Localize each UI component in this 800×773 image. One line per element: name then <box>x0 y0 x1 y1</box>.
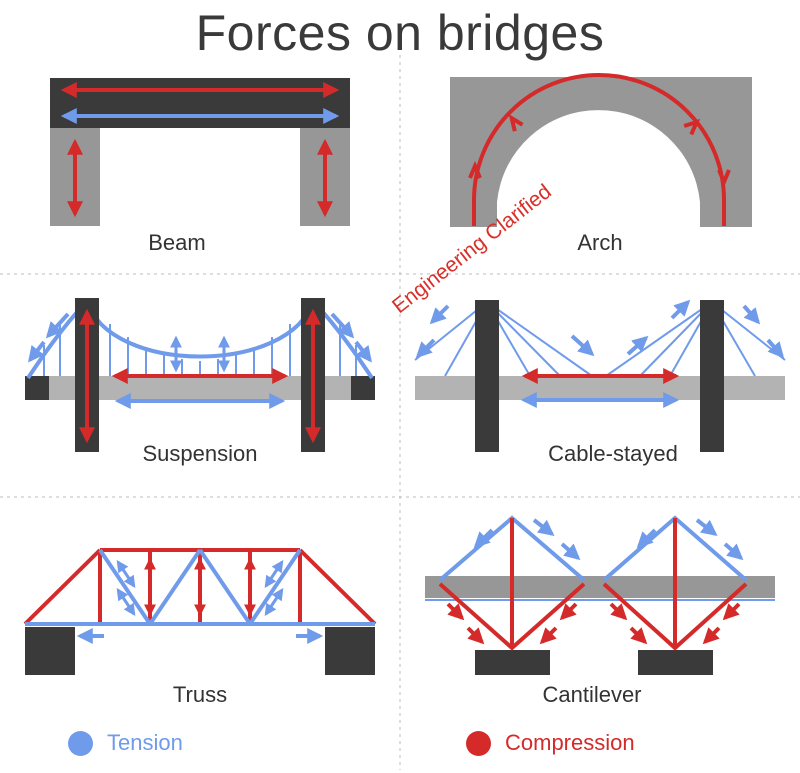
page-title: Forces on bridges <box>195 5 605 61</box>
legend-compression: Compression <box>466 730 635 756</box>
compression-label: Compression <box>505 730 635 755</box>
tension-swatch-icon <box>68 730 93 756</box>
suspension-label: Suspension <box>142 441 258 466</box>
suspension-diagram <box>25 298 375 452</box>
cable-stayed-diagram <box>414 299 786 452</box>
beam-label: Beam <box>148 230 206 255</box>
tension-label: Tension <box>107 730 183 755</box>
cantilever-diagram <box>425 515 775 675</box>
cable-stayed-label: Cable-stayed <box>548 441 678 466</box>
legend-tension: Tension <box>68 730 183 756</box>
beam-diagram <box>50 78 350 226</box>
truss-diagram <box>23 548 377 675</box>
cantilever-label: Cantilever <box>542 682 642 707</box>
panel-dividers <box>0 55 800 770</box>
compression-swatch-icon <box>466 730 491 756</box>
arch-diagram <box>450 73 752 227</box>
truss-label: Truss <box>172 682 228 707</box>
arch-label: Arch <box>577 230 623 255</box>
